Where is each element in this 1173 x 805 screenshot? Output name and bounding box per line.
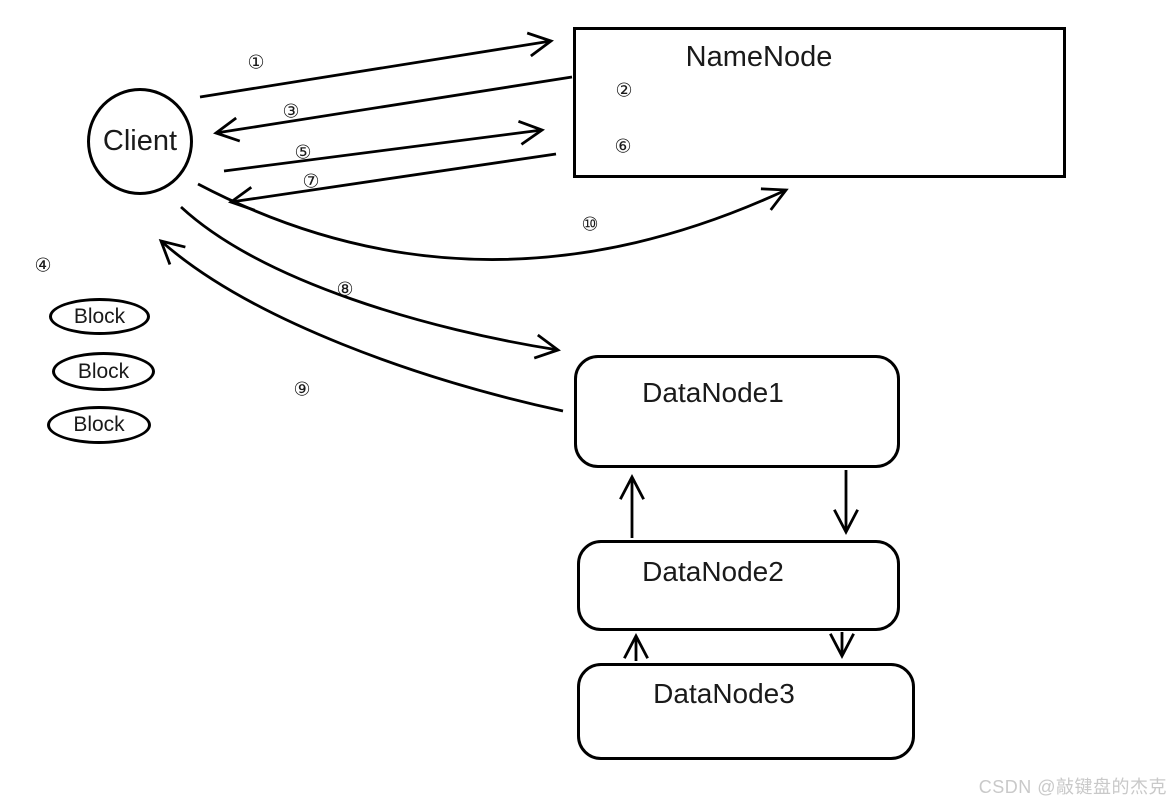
block-ellipse-1: Block: [49, 298, 150, 335]
block-ellipse-2: Block: [52, 352, 155, 391]
datanode2-box: DataNode2: [577, 540, 900, 631]
step-label-10: ⑩: [581, 214, 599, 236]
arrow-step5-client-to-namenode: [223, 119, 545, 173]
arrow-step10-client-to-namenode-curved: [197, 182, 789, 261]
namenode-box-label: NameNode: [685, 41, 833, 73]
namenode-box: NameNode: [573, 27, 1066, 178]
datanode1-box: DataNode1: [574, 355, 900, 468]
datanode3-box-label: DataNode3: [653, 678, 795, 709]
arrow-step9-datanode1-to-client-curved: [158, 238, 564, 413]
arrow-step7-namenode-to-client: [228, 152, 557, 212]
step-label-3: ③: [282, 101, 300, 123]
client-node: Client: [87, 88, 193, 195]
step-label-8: ⑧: [336, 279, 354, 301]
arrow-step1-client-to-namenode: [199, 31, 554, 99]
block-ellipse-3: Block: [47, 406, 151, 444]
arrow-step8-client-to-datanode1-curved: [180, 205, 561, 360]
step-label-7: ⑦: [302, 171, 320, 193]
step-label-4: ④: [34, 255, 52, 277]
step-label-1: ①: [247, 52, 265, 74]
datanode2-box-label: DataNode2: [642, 556, 784, 587]
datanode3-box: DataNode3: [577, 663, 915, 760]
block-ellipse-3-label: Block: [73, 413, 125, 436]
step-label-9: ⑨: [293, 379, 311, 401]
step-label-2: ②: [615, 80, 633, 102]
block-ellipse-1-label: Block: [73, 304, 126, 328]
step-label-5: ⑤: [294, 142, 312, 164]
arrow-step3-namenode-to-client: [213, 75, 573, 143]
datanode1-box-label: DataNode1: [642, 377, 784, 408]
csdn-watermark: CSDN @敲键盘的杰克: [978, 777, 1167, 797]
step-label-6: ⑥: [614, 136, 632, 158]
block-ellipse-2-label: Block: [77, 359, 130, 383]
client-node-label: Client: [102, 125, 178, 157]
